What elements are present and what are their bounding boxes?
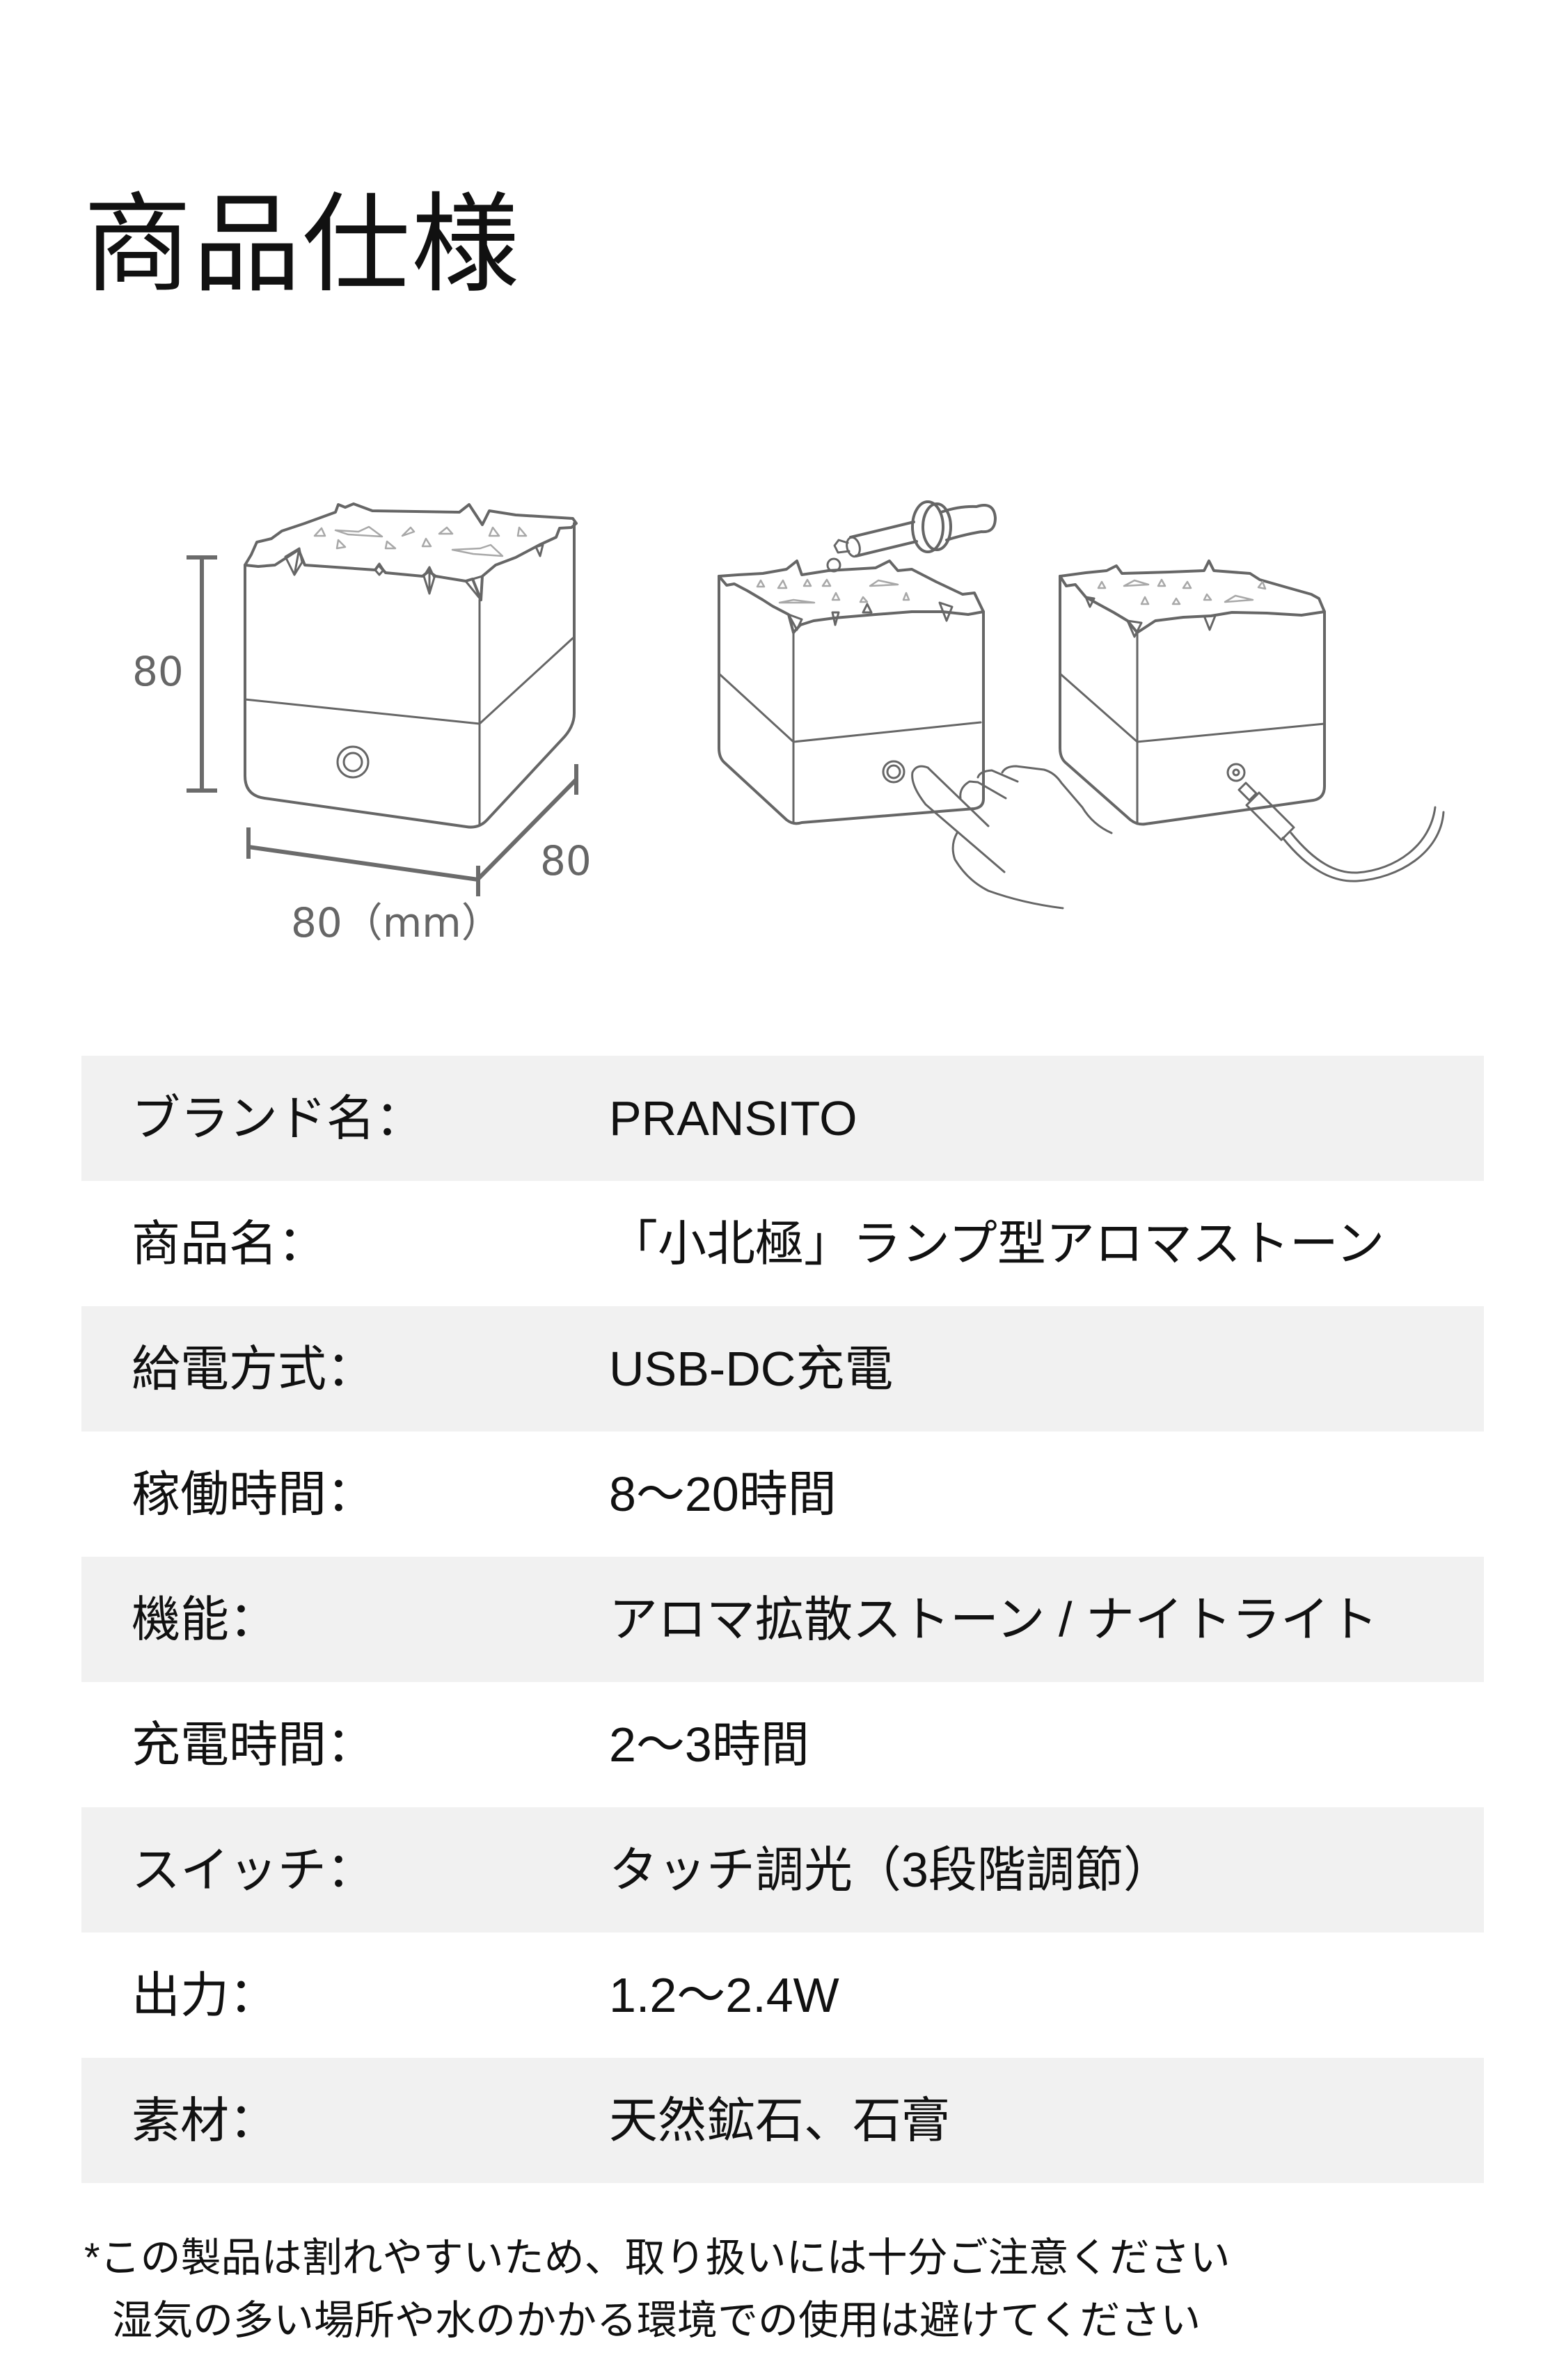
spec-value: 「小北極」ランプ型アロマストーン bbox=[609, 1216, 1385, 1271]
product-cube-1 bbox=[244, 502, 578, 829]
height-dimension: 80 bbox=[132, 555, 217, 793]
spec-value: USB-DC充電 bbox=[609, 1342, 894, 1396]
spec-row-runtime: 稼働時間： 8〜20時間 bbox=[81, 1431, 1484, 1557]
touch-button-icon bbox=[882, 760, 905, 784]
depth-dimension: 80 bbox=[476, 764, 592, 884]
spec-label: 充電時間： bbox=[132, 1717, 375, 1772]
width-label: 80（mm） bbox=[291, 899, 502, 946]
spec-row-product-name: 商品名： 「小北極」ランプ型アロマストーン bbox=[81, 1181, 1484, 1306]
touch-button-icon bbox=[336, 745, 370, 779]
spec-value: アロマ拡散ストーン / ナイトライト bbox=[609, 1592, 1378, 1647]
spec-row-switch: スイッチ： タッチ調光（3段階調節） bbox=[81, 1807, 1484, 1933]
dc-cable-icon bbox=[1237, 782, 1445, 882]
spec-value: 1.2〜2.4W bbox=[609, 1968, 839, 2022]
spec-label: ブランド名： bbox=[132, 1091, 424, 1145]
spec-label: 素材： bbox=[132, 2093, 278, 2148]
spec-row-brand: ブランド名： PRANSITO bbox=[81, 1056, 1484, 1181]
spec-label: 出力： bbox=[132, 1968, 278, 2022]
spec-value: 8〜20時間 bbox=[609, 1467, 837, 1521]
spec-label: 給電方式： bbox=[132, 1342, 375, 1396]
spec-row-power-supply: 給電方式： USB-DC充電 bbox=[81, 1306, 1484, 1431]
dropper-icon bbox=[826, 500, 997, 573]
footnote-line-moisture: 湿気の多い場所や水のかかる環境での使用は避けてください bbox=[112, 2298, 1201, 2343]
dc-port-icon bbox=[1226, 763, 1246, 782]
depth-label: 80 bbox=[540, 837, 592, 884]
dimension-diagram: 80 80（mm） 80 bbox=[132, 502, 592, 946]
spec-row-output: 出力： 1.2〜2.4W bbox=[81, 1933, 1484, 2058]
spec-value: PRANSITO bbox=[609, 1091, 857, 1145]
spec-value: 天然鉱石、石膏 bbox=[609, 2093, 950, 2148]
footnote-line-fragile: *この製品は割れやすいため、取り扱いには十分ご注意ください bbox=[84, 2235, 1231, 2280]
product-illustration: 80 80（mm） 80 bbox=[132, 500, 1445, 946]
page-title: 商品仕様 bbox=[84, 184, 521, 305]
height-label: 80 bbox=[132, 648, 184, 695]
spec-label: スイッチ： bbox=[132, 1843, 375, 1897]
spec-value: タッチ調光（3段階調節） bbox=[609, 1843, 1172, 1897]
spec-label: 商品名： bbox=[132, 1216, 326, 1271]
spec-value: 2〜3時間 bbox=[609, 1717, 809, 1772]
footnote: *この製品は割れやすいため、取り扱いには十分ご注意ください 湿気の多い場所や水の… bbox=[84, 2227, 1231, 2352]
spec-label: 機能： bbox=[132, 1592, 278, 1647]
spec-label: 稼働時間： bbox=[132, 1467, 375, 1521]
product-cube-2 bbox=[718, 560, 985, 825]
spec-row-charge-time: 充電時間： 2〜3時間 bbox=[81, 1682, 1484, 1807]
spec-table: ブランド名： PRANSITO 商品名： 「小北極」ランプ型アロマストーン 給電… bbox=[81, 1056, 1484, 2183]
spec-row-material: 素材： 天然鉱石、石膏 bbox=[81, 2058, 1484, 2183]
product-cube-3 bbox=[1059, 560, 1326, 826]
width-dimension: 80（mm） bbox=[246, 827, 502, 946]
hand-touch-icon bbox=[911, 765, 1113, 910]
spec-row-function: 機能： アロマ拡散ストーン / ナイトライト bbox=[81, 1557, 1484, 1682]
